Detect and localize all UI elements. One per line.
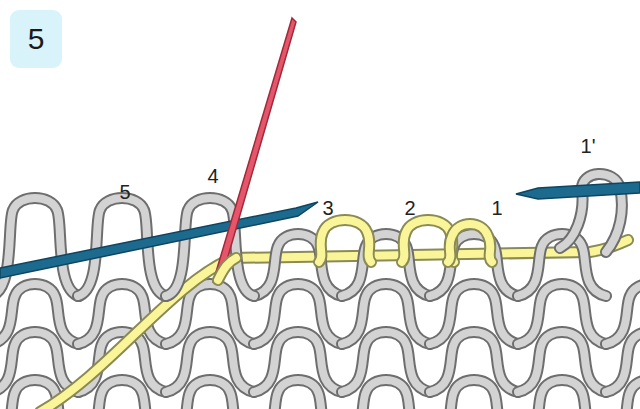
yarn-strand-edge — [218, 258, 236, 280]
left-needle — [0, 202, 318, 278]
callout-number: 1 — [491, 198, 502, 218]
new-yarn-loop — [448, 224, 492, 262]
callout-number: 4 — [207, 166, 218, 186]
tapestry-needle — [213, 18, 296, 284]
knit-stitch — [254, 234, 342, 296]
callout-number: 2 — [404, 198, 415, 218]
new-yarn-loop-edge — [448, 224, 492, 262]
knit-stitch-edge — [254, 234, 342, 296]
yarn-strand — [218, 258, 236, 280]
new-yarn-loop — [319, 220, 371, 262]
yarn-strand-core — [218, 258, 236, 280]
knit-stitch-core — [342, 234, 430, 296]
new-yarn-loop-edge — [319, 220, 371, 262]
knit-stitch-edge — [342, 234, 430, 296]
needle-stitch-edge — [0, 198, 79, 296]
step-number-box: 5 — [10, 10, 62, 68]
callout-number: 3 — [322, 198, 333, 218]
step-number: 5 — [28, 24, 45, 54]
new-yarn-loop-core — [448, 224, 492, 262]
callout-number: 1' — [581, 136, 596, 156]
knit-stitch — [342, 234, 430, 296]
right-needle — [516, 182, 640, 199]
needle-stitch — [0, 198, 79, 296]
knit-stitch-core — [254, 234, 342, 296]
new-yarn-loop-core — [319, 220, 371, 262]
needle-stitch-core — [0, 198, 79, 296]
callout-number: 5 — [119, 182, 130, 202]
